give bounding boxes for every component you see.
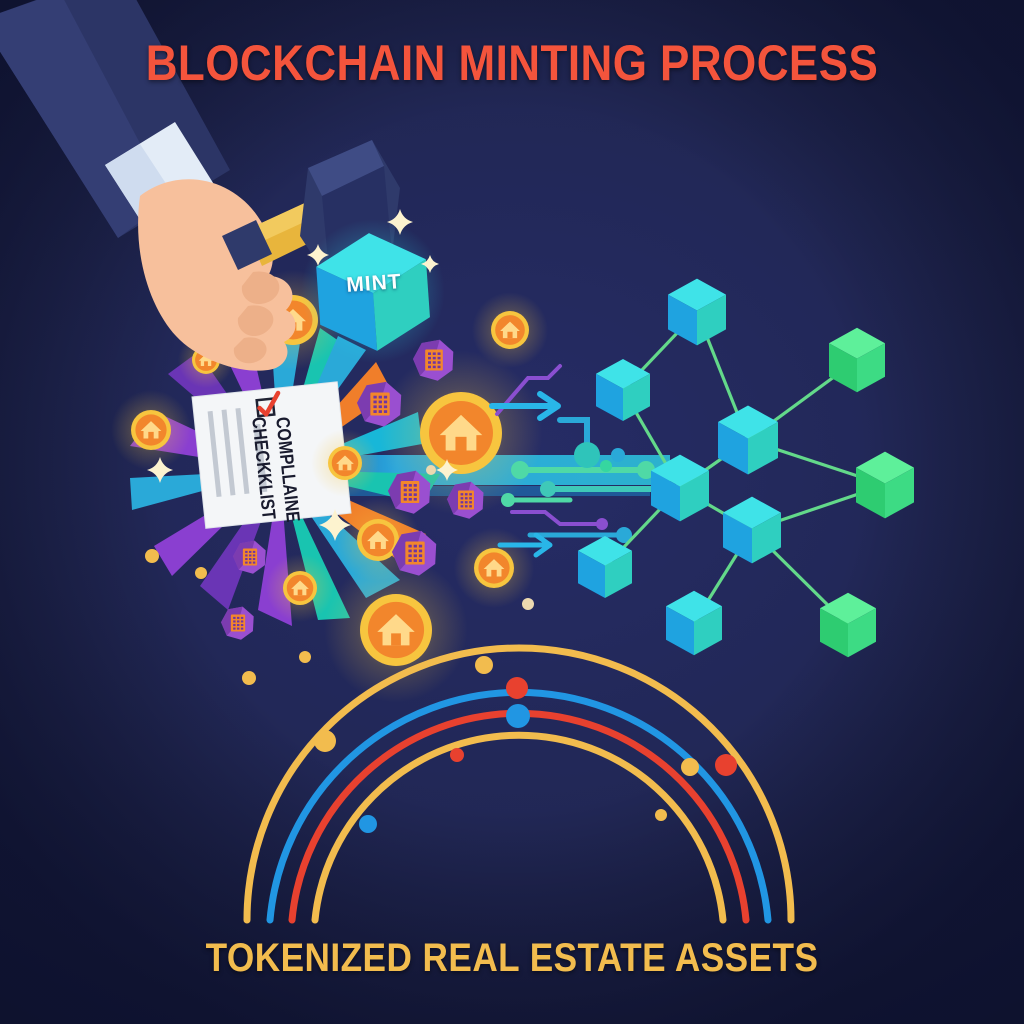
property-token bbox=[388, 470, 431, 514]
arc-marker bbox=[715, 754, 737, 776]
property-token bbox=[233, 540, 266, 574]
flow-arrow-bottom bbox=[497, 532, 553, 558]
network-node-cube bbox=[668, 278, 726, 346]
sparkle-icon bbox=[421, 255, 439, 273]
arc-marker bbox=[314, 730, 336, 752]
property-coin bbox=[379, 351, 543, 515]
network-node-cube bbox=[856, 451, 914, 519]
page-title: BLOCKCHAIN MINTING PROCESS bbox=[145, 35, 879, 91]
property-token bbox=[447, 481, 484, 519]
arc-marker bbox=[506, 677, 528, 699]
network-node-cube bbox=[718, 405, 778, 475]
arc-marker bbox=[359, 815, 377, 833]
network-node-cube bbox=[666, 590, 722, 656]
property-coin bbox=[311, 429, 379, 497]
accent-dot bbox=[242, 671, 256, 685]
accent-dot bbox=[299, 651, 311, 663]
accent-dot bbox=[195, 567, 207, 579]
arc-marker bbox=[450, 748, 464, 762]
property-token bbox=[413, 339, 454, 381]
property-coin bbox=[472, 292, 548, 368]
network-node-cube bbox=[829, 327, 885, 393]
accent-dot bbox=[426, 465, 436, 475]
arc-marker bbox=[681, 758, 699, 776]
accent-dot bbox=[522, 598, 534, 610]
page-caption: TOKENIZED REAL ESTATE ASSETS bbox=[205, 936, 819, 980]
property-token bbox=[392, 530, 437, 576]
arc-marker bbox=[475, 656, 493, 674]
accent-dot bbox=[600, 460, 612, 472]
network-node-cube bbox=[596, 358, 650, 422]
flow-arrow-top bbox=[489, 391, 561, 421]
sparkle-icon bbox=[147, 457, 173, 483]
sparkle-icon bbox=[387, 209, 413, 235]
sparkle-icon bbox=[436, 459, 458, 481]
property-coin bbox=[454, 528, 534, 608]
network-node-cube bbox=[723, 496, 781, 564]
sparkle-icon bbox=[319, 509, 351, 541]
sparkle-icon bbox=[307, 244, 329, 266]
arc-marker bbox=[655, 809, 667, 821]
property-coin bbox=[266, 554, 334, 622]
network-node-cube bbox=[651, 454, 709, 522]
accent-dot bbox=[145, 549, 159, 563]
network-node-cube bbox=[820, 592, 876, 658]
arc-marker bbox=[506, 704, 530, 728]
network-node-cube bbox=[578, 535, 632, 599]
property-coin bbox=[111, 390, 191, 470]
property-coin bbox=[324, 558, 468, 702]
property-token bbox=[221, 606, 254, 640]
property-token bbox=[357, 381, 402, 427]
